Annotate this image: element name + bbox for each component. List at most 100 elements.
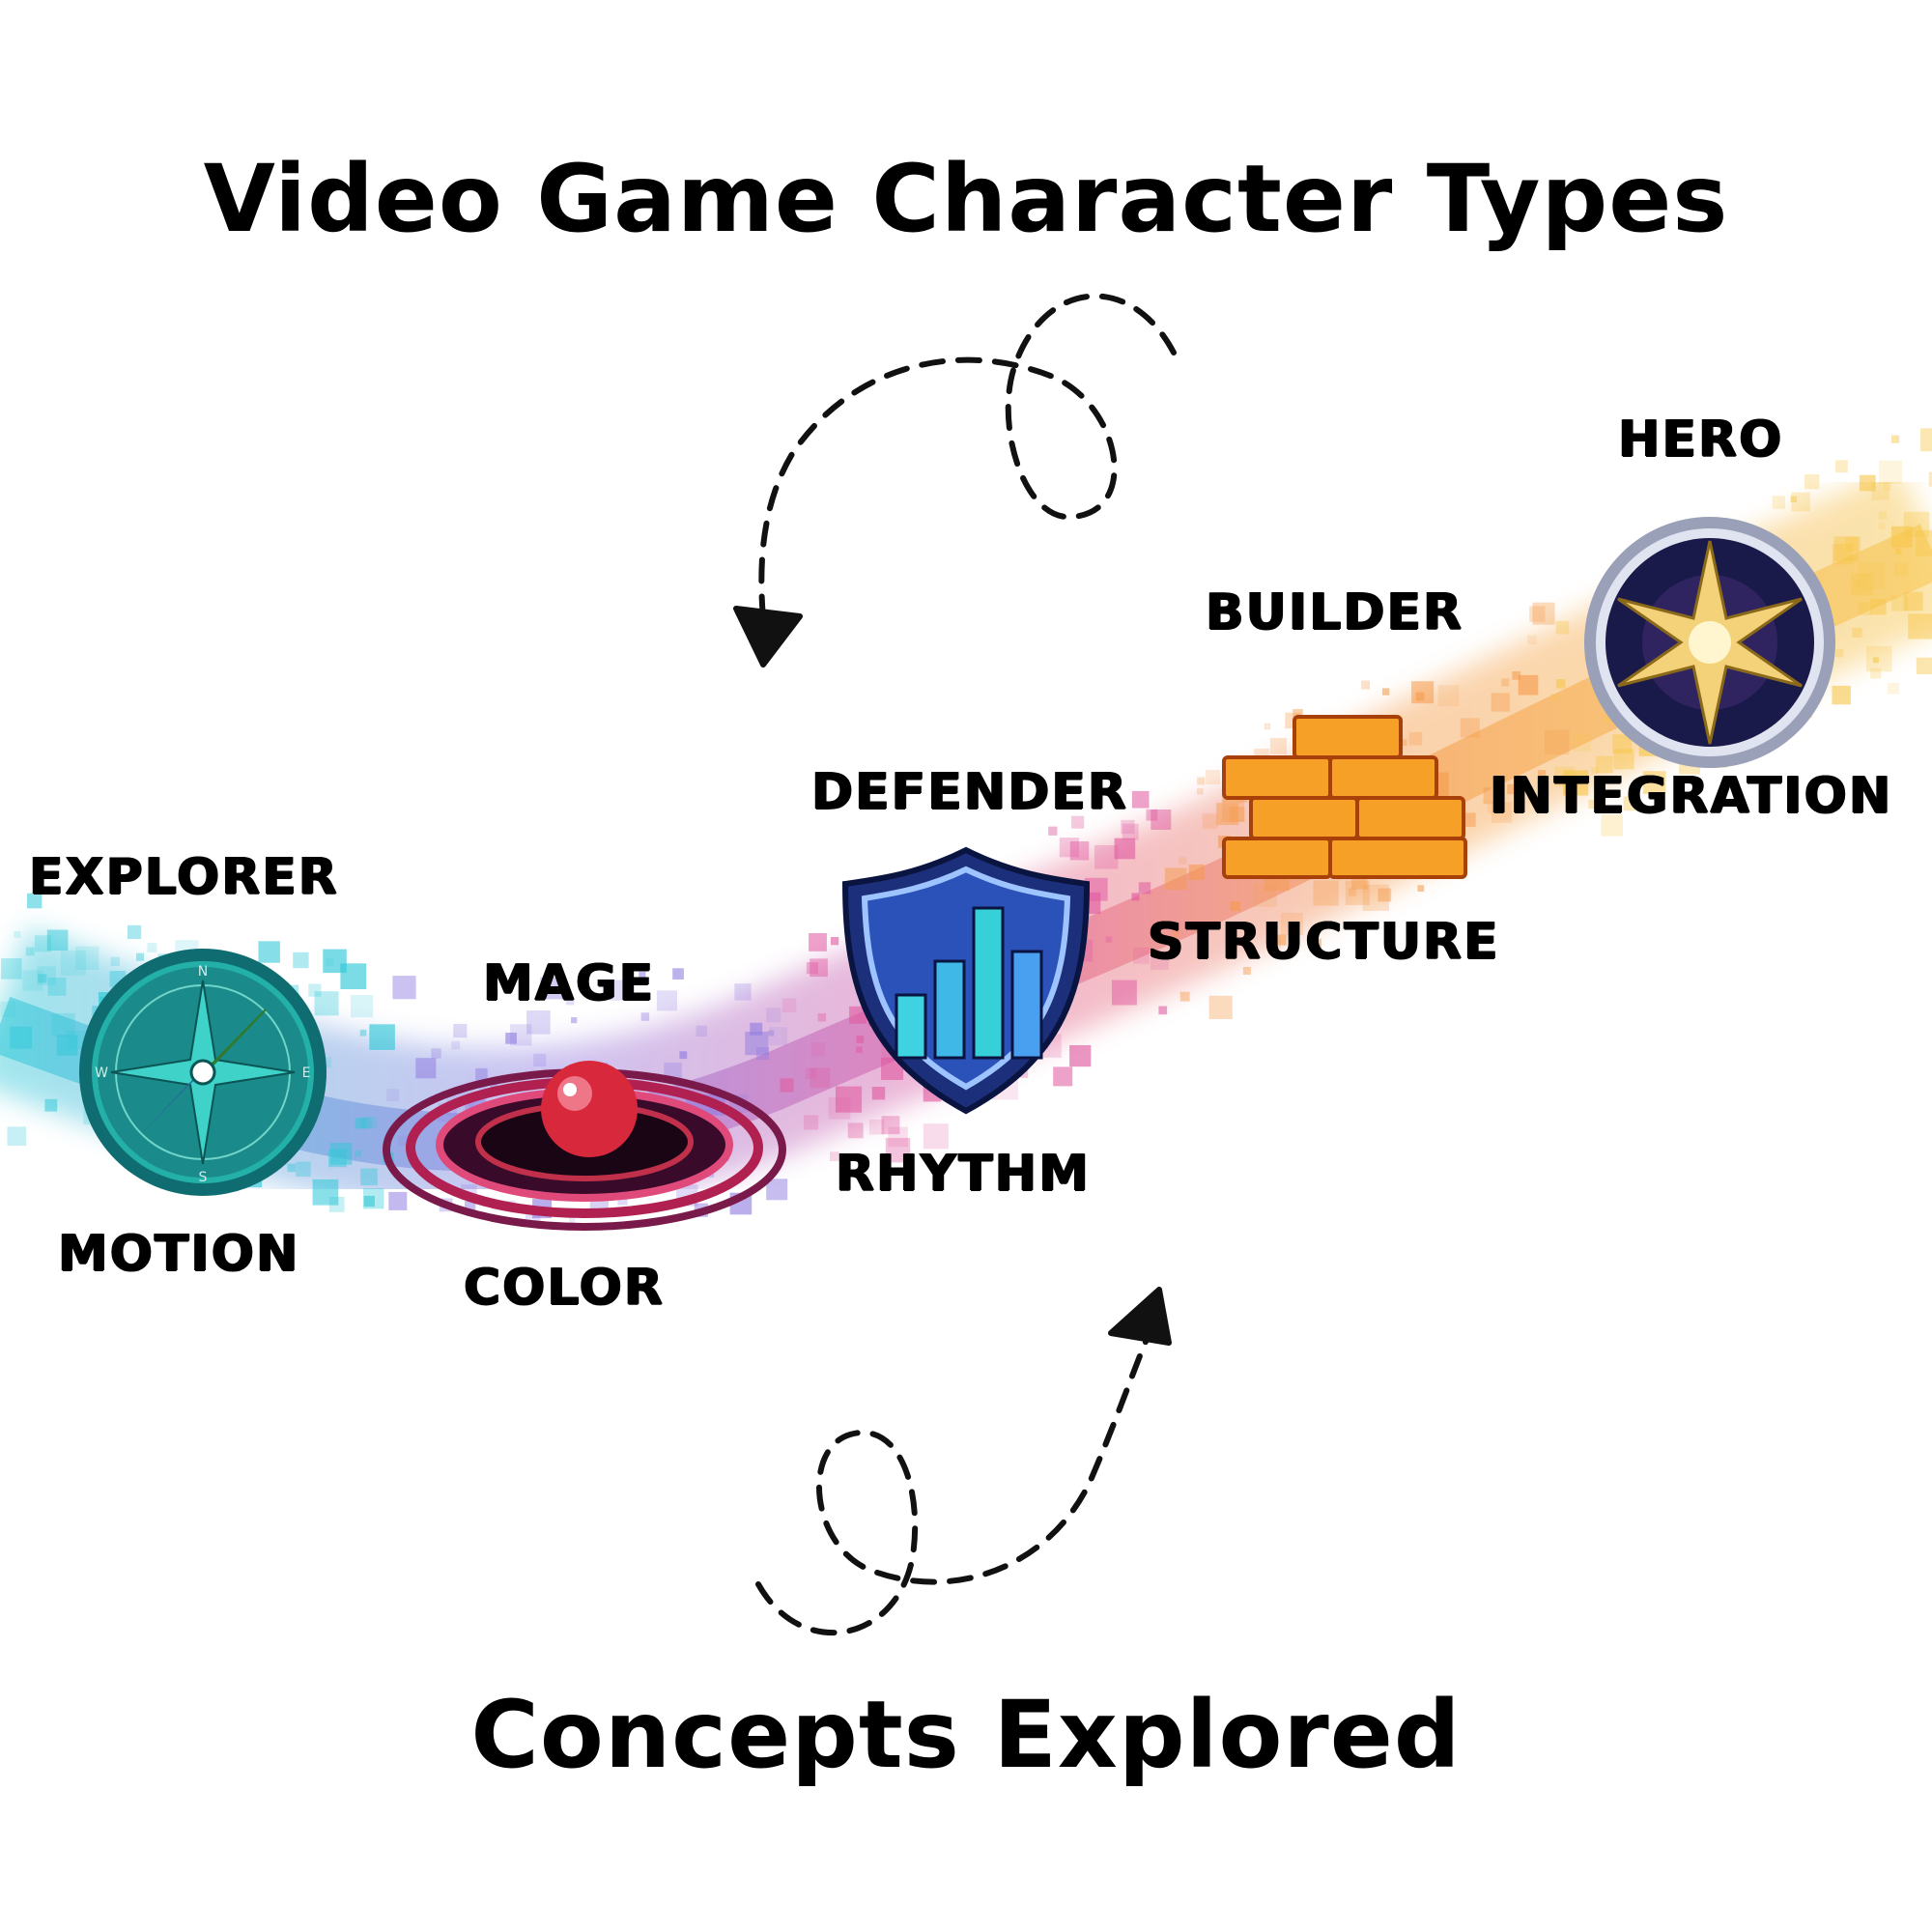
shield-bar-chart-icon [841, 846, 1091, 1115]
ribbon-pixel [1550, 694, 1559, 701]
ribbon-pixel [804, 1115, 819, 1130]
ribbon-pixel [1866, 645, 1892, 672]
ribbon-pixel [1596, 755, 1613, 774]
ribbon-pixel [329, 1143, 353, 1165]
ribbon-pixel [1601, 814, 1624, 837]
ribbon-pixel [128, 924, 142, 939]
ribbon-pixel [60, 950, 86, 976]
ribbon-pixel [809, 933, 827, 952]
ribbon-pixel [44, 1098, 58, 1112]
arrowhead-up-icon [1108, 1287, 1172, 1346]
ribbon-pixel [1216, 803, 1239, 826]
ribbon-pixel [1171, 929, 1180, 938]
ribbon-pixel [56, 1035, 78, 1056]
ribbon-pixel [312, 1179, 339, 1206]
ribbon-pixel [1280, 912, 1303, 935]
ribbon-pixel [1512, 671, 1521, 680]
ribbon-pixel [386, 1089, 400, 1102]
ribbon-pixel [1053, 1066, 1073, 1087]
mage-label: MAGE [483, 954, 656, 1012]
rhythm-label: RHYTHM [836, 1145, 1091, 1203]
ribbon-pixel [360, 1168, 378, 1186]
ribbon-pixel [1903, 511, 1930, 538]
ribbon-pixel [1518, 674, 1539, 696]
ribbon-pixel [1852, 627, 1862, 639]
ribbon-pixel [1411, 681, 1435, 704]
ribbon-pixel [369, 1024, 395, 1050]
ribbon-pixel [1623, 796, 1638, 811]
ribbon-pixel [856, 1046, 863, 1053]
ribbon-pixel [1122, 823, 1139, 840]
ribbon-pixel [617, 1195, 628, 1206]
ribbon-pixel [0, 1001, 16, 1017]
ribbon-pixel [885, 1137, 911, 1163]
ribbon-pixel [1529, 606, 1546, 622]
ribbon-pixel [7, 1126, 27, 1146]
ribbon-pixel [392, 976, 416, 1000]
ribbon-pixel [540, 977, 563, 1000]
ribbon-pixel [679, 1051, 688, 1060]
ribbon-pixel [1348, 888, 1357, 896]
ribbon-pixel [66, 1031, 85, 1050]
ribbon-pixel [768, 1030, 775, 1037]
ribbon-pixel [745, 1032, 769, 1056]
ribbon-pixel [1858, 602, 1871, 615]
ribbon-pixel [1537, 781, 1545, 788]
ribbon-pixel [1573, 733, 1591, 752]
ribbon-pixel [1020, 1069, 1029, 1078]
ribbon-pixel [836, 1086, 863, 1113]
ribbon-pixel [1851, 573, 1874, 596]
svg-text:W: W [95, 1065, 108, 1081]
ribbon-pixel [672, 968, 684, 980]
ribbon-pixel [847, 1122, 864, 1139]
ribbon-pixel [147, 942, 157, 952]
ribbon-pixel [1891, 435, 1900, 443]
ribbon-pixel [355, 1150, 362, 1157]
ribbon-pixel [1048, 826, 1058, 836]
builder-label: BUILDER [1206, 583, 1464, 641]
ribbon-pixel [14, 931, 21, 938]
ribbon-pixel [1264, 723, 1271, 730]
ribbon-pixel [1138, 882, 1151, 895]
ribbon-pixel [47, 978, 67, 996]
ribbon-pixel [881, 1057, 904, 1080]
ribbon-pixel [1556, 679, 1566, 689]
ribbon-pixel [1872, 657, 1879, 664]
ribbon-pixel [293, 952, 309, 969]
ribbon-pixel [1492, 802, 1513, 823]
ribbon-pixel [830, 937, 839, 946]
ribbon-pixel [1, 958, 22, 980]
ribbon-pixel [1242, 967, 1251, 975]
svg-text:E: E [302, 1065, 311, 1081]
ribbon-pixel [25, 947, 35, 956]
ribbon-pixel [1613, 749, 1634, 770]
explorer-label: EXPLORER [29, 848, 339, 906]
ribbon-pixel [810, 1067, 831, 1089]
ribbon-pixel [1150, 951, 1169, 970]
ribbon-pixel [639, 971, 646, 980]
ribbon-pixel [1491, 693, 1510, 712]
ribbon-pixel [571, 1017, 578, 1024]
ribbon-pixel [1507, 783, 1518, 795]
ribbon-pixel [1071, 815, 1085, 829]
ribbon-pixel [1908, 613, 1932, 639]
ribbon-pixel [1131, 790, 1150, 809]
ribbon-pixel [323, 949, 347, 974]
ribbon-pixel [1545, 729, 1570, 755]
ribbon-pixel [1920, 428, 1932, 452]
ribbon-pixel [1555, 620, 1570, 635]
ribbon-pixel [1554, 766, 1576, 787]
integration-label: INTEGRATION [1490, 767, 1893, 825]
ribbon-pixel [491, 988, 498, 996]
ribbon-pixel [1069, 841, 1090, 861]
red-orb-vortex-icon [383, 1061, 786, 1231]
compass-icon: N S W E [79, 949, 327, 1196]
ribbon-pixel [1772, 496, 1786, 509]
ribbon-pixel [1362, 884, 1389, 911]
ribbon-pixel [46, 929, 69, 952]
ribbon-pixel [1309, 938, 1321, 952]
ribbon-pixel [359, 1029, 367, 1037]
ribbon-pixel [1382, 688, 1390, 696]
